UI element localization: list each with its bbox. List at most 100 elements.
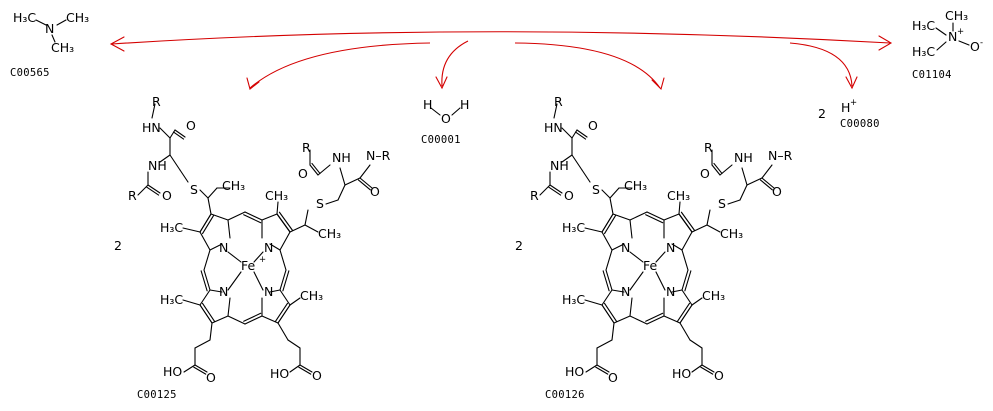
o-charge: - bbox=[980, 38, 983, 48]
atom-nr: N–R bbox=[768, 148, 793, 163]
atom-n: N bbox=[621, 284, 630, 299]
atom-ch3-bottom: CH₃ bbox=[51, 40, 74, 55]
atom-ch3: CH₃ bbox=[624, 178, 647, 193]
atom-nh: NH bbox=[148, 158, 167, 173]
atom-h3c: H₃C bbox=[160, 292, 183, 307]
compound-water: H O H C00001 bbox=[421, 97, 469, 146]
atom-s: S bbox=[316, 196, 324, 211]
compound-id-c00125: C00125 bbox=[137, 389, 177, 401]
atom-ch3-right: CH₃ bbox=[66, 10, 89, 25]
atom-o: O bbox=[564, 188, 574, 203]
atom-h1: H bbox=[423, 97, 432, 112]
atom-n: N bbox=[666, 240, 675, 255]
atom-o: O bbox=[298, 166, 308, 181]
atom-o: O bbox=[714, 368, 724, 383]
atom-ch3: CH₃ bbox=[318, 226, 341, 241]
atom-h3c: H₃C bbox=[562, 220, 585, 235]
compound-id-c00001: C00001 bbox=[421, 134, 461, 146]
compound-id-c00126: C00126 bbox=[545, 389, 585, 401]
atom-o: O bbox=[186, 118, 196, 133]
reaction-arrows bbox=[109, 31, 893, 91]
atom-n: N bbox=[666, 284, 675, 299]
atom-n: N bbox=[264, 240, 273, 255]
atom-s: S bbox=[190, 182, 198, 197]
compound-tmao: CH₃ H₃C N + O - H₃C C01104 bbox=[912, 8, 983, 81]
atom-o: O bbox=[312, 368, 322, 383]
atom-nh: NH bbox=[550, 158, 569, 173]
atom-o: O bbox=[370, 184, 380, 199]
compound-id-c00565: C00565 bbox=[10, 67, 50, 79]
atom-ch3-top: CH₃ bbox=[945, 8, 968, 23]
metal-fe: Fe bbox=[241, 258, 256, 273]
atom-n: N bbox=[264, 284, 273, 299]
atom-ch3: CH₃ bbox=[222, 178, 245, 193]
atom-o: O bbox=[970, 39, 980, 54]
compound-proton: 2 H + C00080 bbox=[818, 98, 880, 130]
atom-n: N bbox=[219, 240, 228, 255]
metal-charge: + bbox=[259, 255, 266, 265]
compound-trimethylamine: H₃C N CH₃ CH₃ C00565 bbox=[10, 10, 89, 79]
arrowhead-left bbox=[109, 36, 125, 52]
atom-ch3: CH₃ bbox=[667, 188, 690, 203]
atom-hn: HN bbox=[544, 120, 563, 135]
metal-fe: Fe bbox=[643, 258, 658, 273]
arrowhead-water bbox=[435, 76, 448, 90]
atom-n: N bbox=[621, 240, 630, 255]
atom-h3c: H₃C bbox=[160, 220, 183, 235]
atom-r: R bbox=[530, 188, 539, 203]
atom-s: S bbox=[718, 196, 726, 211]
atom-ho: HO bbox=[672, 366, 691, 381]
branch-arrow-proton bbox=[789, 42, 853, 87]
arrowhead-ferri bbox=[246, 77, 260, 90]
ferro-coefficient: 2 bbox=[515, 238, 523, 253]
atom-h2: H bbox=[460, 97, 469, 112]
atom-o: O bbox=[206, 370, 216, 385]
proton-coefficient: 2 bbox=[818, 106, 826, 121]
atom-s: S bbox=[592, 182, 600, 197]
atom-r: R bbox=[302, 140, 311, 155]
atom-ch3: CH₃ bbox=[702, 288, 725, 303]
atom-ho: HO bbox=[565, 364, 584, 379]
arrowhead-ferro bbox=[651, 77, 665, 91]
atom-r: R bbox=[554, 94, 563, 109]
atom-o: O bbox=[608, 370, 618, 385]
atom-n: N bbox=[219, 284, 228, 299]
atom-ho: HO bbox=[163, 364, 182, 379]
atom-o: O bbox=[441, 111, 451, 126]
compound-id-c00080: C00080 bbox=[840, 118, 880, 130]
n-charge: + bbox=[957, 27, 964, 37]
atom-h: H bbox=[841, 100, 850, 115]
atom-n: N bbox=[948, 29, 957, 44]
ferri-coefficient: 2 bbox=[114, 238, 122, 253]
compound-id-c01104: C01104 bbox=[912, 69, 952, 81]
atom-h3c-lower: H₃C bbox=[912, 44, 935, 59]
atom-r: R bbox=[128, 188, 137, 203]
atom-o: O bbox=[162, 188, 172, 203]
branch-arrow-ferri bbox=[249, 42, 431, 89]
atom-n: N bbox=[45, 21, 54, 36]
arrowhead-proton bbox=[845, 76, 858, 90]
atom-ch3: CH₃ bbox=[720, 226, 743, 241]
atom-hn: HN bbox=[142, 120, 161, 135]
atom-r: R bbox=[704, 140, 713, 155]
atom-h3c-upper: H₃C bbox=[912, 18, 935, 33]
atom-h3c: H₃C bbox=[562, 292, 585, 307]
atom-o: O bbox=[772, 184, 782, 199]
atom-h3c: H₃C bbox=[13, 10, 36, 25]
main-reaction-arrow bbox=[111, 31, 891, 45]
atom-ch3: CH₃ bbox=[300, 288, 323, 303]
proton-charge: + bbox=[850, 98, 857, 108]
atom-nh: NH bbox=[734, 150, 753, 165]
atom-r: R bbox=[152, 94, 161, 109]
atom-o: O bbox=[588, 118, 598, 133]
atom-nh: NH bbox=[332, 150, 351, 165]
atom-o: O bbox=[700, 166, 710, 181]
atom-nr: N–R bbox=[366, 148, 391, 163]
atom-ho: HO bbox=[270, 366, 289, 381]
arrowhead-right bbox=[878, 35, 893, 51]
